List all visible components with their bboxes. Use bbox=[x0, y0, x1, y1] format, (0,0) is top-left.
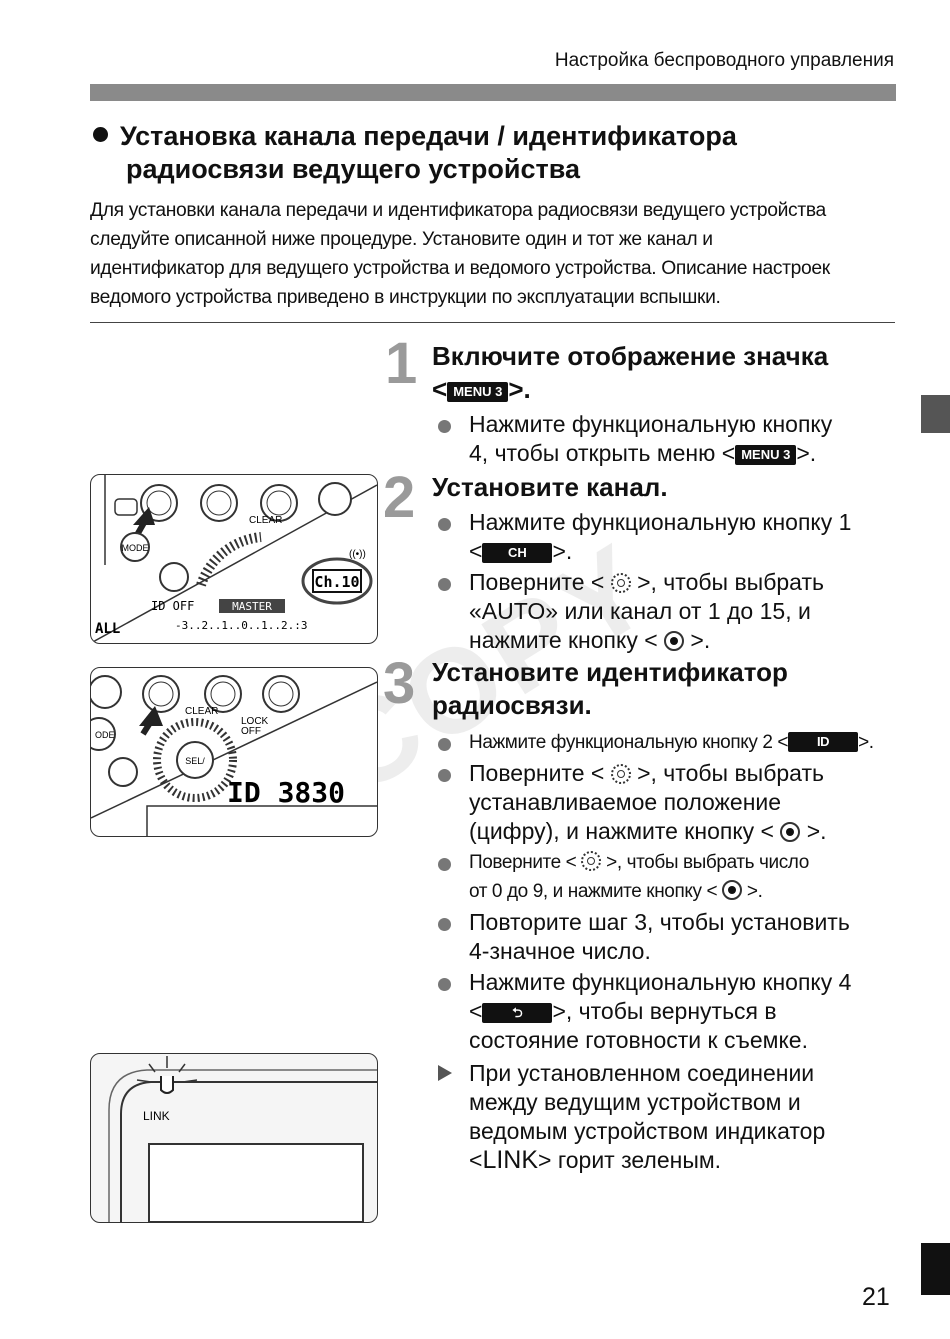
fig2-clear-label: CLEAR bbox=[185, 706, 218, 717]
step-2-bullet-2: Поверните < >, чтобы выбрать «AUTO» или … bbox=[432, 568, 902, 655]
back-button-icon: ⮌ bbox=[482, 1003, 553, 1023]
header-bar bbox=[90, 84, 896, 101]
step-3-bullet-1: Нажмите функциональную кнопку 2 <ID>. bbox=[432, 728, 902, 757]
intro-paragraph: Для установки канала передачи и идентифи… bbox=[90, 200, 830, 308]
fig1-master-label: MASTER bbox=[232, 600, 272, 613]
figure-3-art: LINK bbox=[108, 1056, 377, 1222]
link-label: LINK bbox=[482, 1146, 539, 1174]
fig2-off-label: OFF bbox=[241, 726, 261, 737]
fig1-clear-label: CLEAR bbox=[249, 515, 282, 526]
step-2-bullet-1: Нажмите функциональную кнопку 1 <CH>. bbox=[432, 508, 902, 566]
fig2-lock-label: LOCK bbox=[241, 716, 269, 727]
fig1-mode-label: MODE bbox=[122, 543, 149, 553]
set-button-icon bbox=[664, 631, 685, 651]
bullet-icon bbox=[93, 127, 108, 142]
fig2-id-readout: ID 3830 bbox=[227, 776, 345, 809]
step-3-result: При установленном соединении между ведущ… bbox=[432, 1059, 902, 1175]
step-1: Включите отображение значка <MENU 3>. На… bbox=[432, 340, 902, 468]
dial-icon bbox=[610, 764, 631, 784]
step-3-bullet-2: Поверните < >, чтобы выбрать устанавлива… bbox=[432, 759, 902, 846]
fig1-all-label: ALL bbox=[95, 621, 120, 637]
fig1-off-label: ID OFF bbox=[151, 599, 194, 613]
menu3-tab-icon: MENU 3 bbox=[735, 445, 797, 465]
figure-link-indicator: LINK bbox=[90, 1053, 378, 1223]
wireless-icon: ((•)) bbox=[349, 549, 366, 560]
fig3-link-label: LINK bbox=[143, 1109, 170, 1123]
dial-icon bbox=[610, 573, 631, 593]
figure-channel-display: MODE CLEAR ((•)) Ch.10 ID OFF MASTER ALL… bbox=[90, 474, 378, 644]
step-number-3: 3 bbox=[383, 651, 416, 716]
figure-2-art: CLEAR LOCK OFF ODE SEL/ ID 3830 bbox=[91, 675, 377, 836]
fig2-sel-label: SEL/ bbox=[185, 756, 205, 766]
fig1-scale-label: -3..2..1..0..1..2.:3 bbox=[175, 619, 307, 632]
running-header: Настройка беспроводного управления bbox=[554, 50, 894, 71]
page-edge-tab bbox=[921, 1243, 950, 1295]
step-3-bullet-4: Повторите шаг 3, чтобы установить 4-знач… bbox=[432, 908, 902, 966]
fig2-mode-label: ODE bbox=[95, 730, 115, 740]
section-title: Установка канала передачи / идентификато… bbox=[93, 120, 893, 186]
id-button-icon: ID bbox=[788, 732, 859, 752]
ch-button-icon: CH bbox=[482, 543, 553, 563]
step-number-2: 2 bbox=[383, 465, 416, 530]
set-button-icon bbox=[722, 880, 743, 900]
step-3: Установите идентификатор радиосвязи. Наж… bbox=[432, 656, 902, 1175]
set-button-icon bbox=[780, 822, 801, 842]
step-2: Установите канал. Нажмите функциональную… bbox=[432, 471, 902, 655]
figure-1-art: MODE CLEAR ((•)) Ch.10 ID OFF MASTER ALL… bbox=[91, 475, 377, 643]
section-divider bbox=[90, 322, 895, 323]
figure-id-display: CLEAR LOCK OFF ODE SEL/ ID 3830 bbox=[90, 667, 378, 837]
page-number: 21 bbox=[862, 1283, 890, 1311]
chapter-tab bbox=[921, 395, 950, 433]
step-3-bullet-3: Поверните < >, чтобы выбрать число от 0 … bbox=[432, 848, 902, 906]
fig1-channel-readout: Ch.10 bbox=[314, 573, 359, 591]
step-number-1: 1 bbox=[385, 331, 418, 396]
step-1-bullet: Нажмите функциональную кнопку 4, чтобы о… bbox=[432, 410, 902, 468]
menu3-tab-icon: MENU 3 bbox=[447, 382, 509, 402]
step-3-bullet-5: Нажмите функциональную кнопку 4 <⮌>, что… bbox=[432, 968, 902, 1055]
dial-icon bbox=[581, 851, 602, 871]
